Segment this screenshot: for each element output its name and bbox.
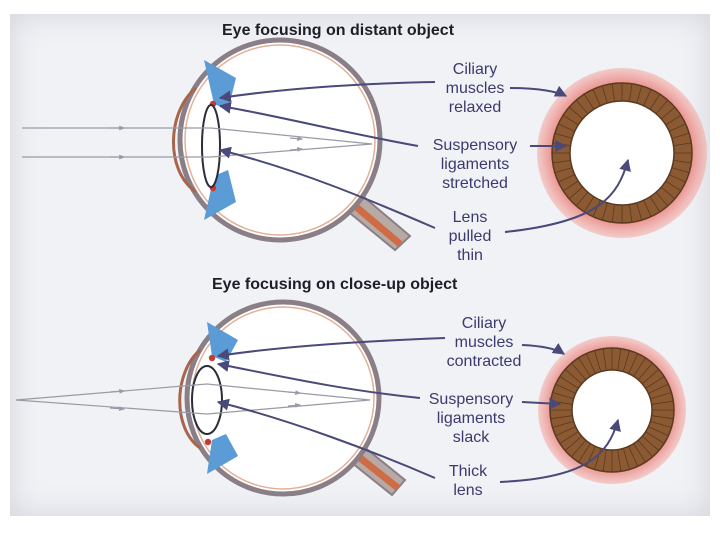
title-closeup: Eye focusing on close-up object <box>212 276 458 293</box>
eye-closeup <box>15 299 407 497</box>
arrow-thick-lens-ring <box>499 418 621 483</box>
eye-distant <box>22 37 412 252</box>
ring-relaxed <box>537 68 707 238</box>
arrow-lens-thin-ring <box>504 158 631 233</box>
arrow-thick-lens-eye <box>216 398 436 479</box>
arrow-lens-thin-eye <box>218 146 436 229</box>
arrow-ciliary-contracted-ring <box>521 343 565 355</box>
arrow-suspensory-slack-eye <box>216 360 421 399</box>
arrow-suspensory-slack-ring <box>521 397 562 410</box>
title-distant: Eye focusing on distant object <box>222 22 455 39</box>
arrow-ciliary-relaxed-eye <box>218 81 436 103</box>
ring-contracted <box>538 336 686 484</box>
arrow-suspensory-stretched-eye <box>218 101 419 147</box>
arrow-ciliary-contracted-eye <box>216 337 446 361</box>
arrow-ciliary-relaxed-ring <box>509 85 568 97</box>
